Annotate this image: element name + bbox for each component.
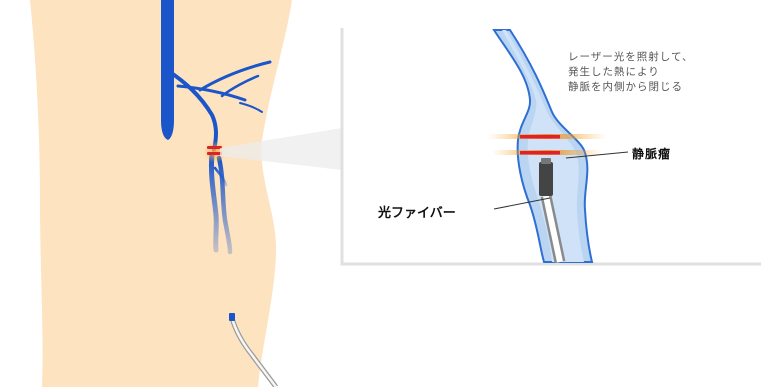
procedure-description: レーザー光を照射して、 発生した熱により 静脈を内側から閉じる <box>568 50 693 95</box>
laser-point <box>207 146 222 149</box>
laser-point-2 <box>207 152 222 155</box>
description-line-3: 静脈を内側から閉じる <box>568 80 693 95</box>
optical-fiber-label: 光ファイバー <box>378 202 456 221</box>
description-line-2: 発生した熱により <box>568 65 693 80</box>
description-line-1: レーザー光を照射して、 <box>568 50 693 65</box>
varix-label: 静脈瘤 <box>632 145 671 162</box>
